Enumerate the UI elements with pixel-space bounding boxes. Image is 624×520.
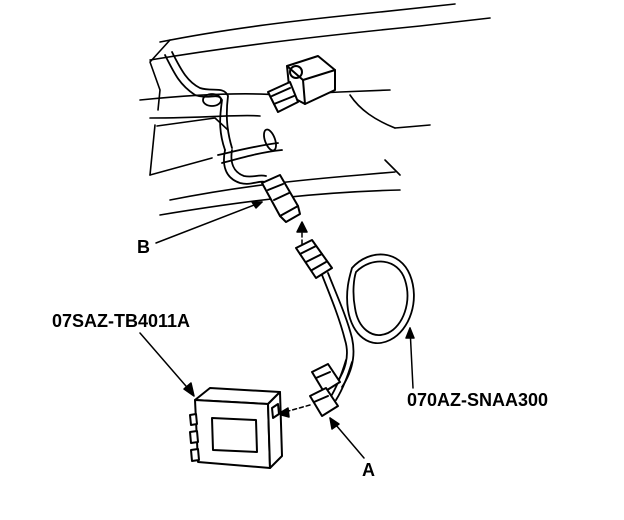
tool-part-number-label: 07SAZ-TB4011A bbox=[52, 311, 191, 331]
sensor-unit bbox=[267, 55, 336, 113]
vehicle-body-panel bbox=[139, 3, 491, 216]
callout-a-label: A bbox=[362, 460, 375, 480]
leader-line-tool bbox=[139, 332, 195, 397]
connector-a bbox=[309, 363, 341, 417]
connection-arrow-lower bbox=[277, 404, 311, 418]
connector-b bbox=[261, 174, 301, 223]
test-harness-cable bbox=[321, 253, 415, 401]
leader-line-cable bbox=[405, 327, 415, 389]
cable-part-number-label: 070AZ-SNAA300 bbox=[407, 390, 549, 410]
vehicle-harness bbox=[164, 51, 283, 185]
leader-line-b bbox=[155, 201, 263, 244]
cable-connector-top bbox=[295, 239, 333, 279]
simulator-tool-box bbox=[189, 387, 283, 469]
connection-arrow-upper bbox=[296, 221, 308, 245]
leader-line-a bbox=[329, 417, 365, 459]
callout-b-label: B bbox=[137, 237, 150, 257]
